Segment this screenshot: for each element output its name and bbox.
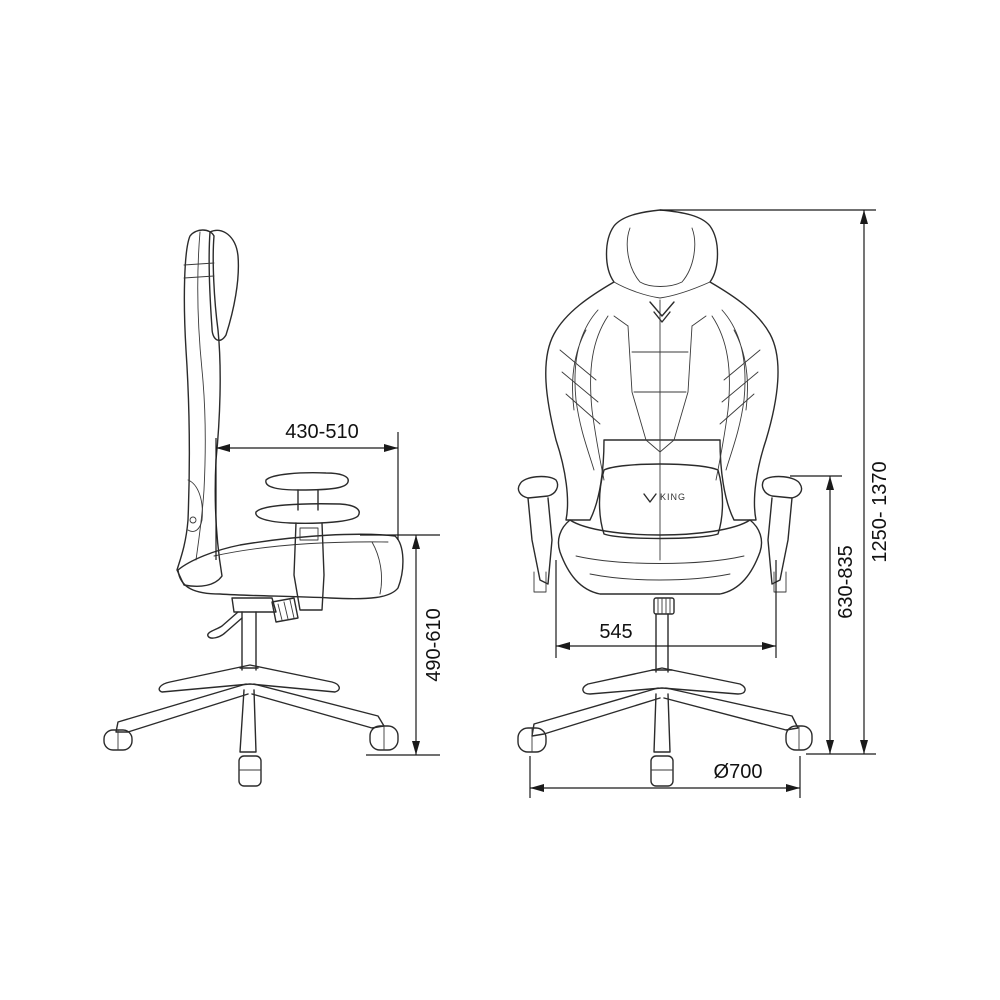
side-tension-knob [271, 597, 299, 623]
armrest-height-label: 630-835 [835, 545, 857, 618]
front-knob-ridges [657, 597, 671, 615]
front-armrest-right-adjust [773, 571, 787, 593]
front-armrest-left-post [527, 497, 553, 585]
side-lift-lever [207, 611, 243, 639]
front-base-leg-right [663, 687, 799, 731]
front-caster-front [650, 755, 674, 787]
front-seat [557, 519, 763, 595]
front-headrest [626, 227, 696, 287]
front-armrest-left-adjust [533, 571, 547, 593]
front-bolster-left [572, 309, 609, 481]
side-headrest-strap [183, 262, 215, 279]
base-diameter-label: Ø700 [714, 761, 763, 783]
front-logo-emblem [649, 301, 675, 323]
front-base-leg-front [653, 693, 671, 753]
side-armrest-bracket [293, 522, 325, 611]
front-view-chair: KING [517, 209, 813, 787]
total-height-dimension: 1250- 1370 [660, 209, 891, 755]
side-caster-left [103, 729, 133, 751]
side-armrest-post [297, 489, 319, 511]
side-caster-front [238, 755, 262, 787]
side-knob-ridges [277, 599, 295, 621]
front-lumbar-logo-mark [643, 493, 657, 503]
side-seat [177, 533, 404, 600]
side-mechanism [231, 597, 277, 613]
front-tilt-knob [653, 597, 675, 615]
front-armrest-right-post [767, 497, 793, 585]
total-height-label: 1250- 1370 [869, 461, 891, 562]
front-base-leg-left [531, 687, 661, 737]
side-caster-right [369, 725, 399, 751]
front-armrest-left-pad [517, 475, 559, 499]
front-lumbar-logo-text: KING [660, 492, 686, 502]
front-bolster-right [711, 309, 748, 481]
seat-width-dimension: 545 [555, 560, 777, 658]
side-base-leg-front [239, 689, 257, 753]
side-gas-cylinder [239, 611, 259, 671]
seat-depth-dimension: 430-510 [215, 421, 399, 560]
side-base-leg-left [115, 683, 249, 733]
base-diameter-dimension: Ø700 [529, 756, 801, 798]
seat-height-dimension: 490-610 [360, 534, 445, 756]
seat-depth-label: 430-510 [285, 421, 358, 443]
seat-height-label: 490-610 [423, 608, 445, 681]
side-recline-knob [189, 516, 197, 524]
side-lumbar [187, 479, 203, 532]
side-headrest-wing [208, 229, 240, 342]
front-caster-left [517, 727, 547, 753]
side-bracket-bolt [299, 527, 319, 541]
front-gas-cylinder [651, 613, 673, 673]
side-view-chair [103, 229, 404, 787]
front-lumbar-pillow [598, 463, 724, 540]
front-armrest-right-pad [761, 475, 803, 499]
side-seat-cushion-line [213, 541, 389, 595]
armrest-height-dimension: 630-835 [790, 475, 857, 755]
side-armrest-pad [265, 472, 349, 491]
front-base-top [582, 667, 746, 695]
front-backrest-outline [545, 209, 779, 521]
side-armrest-base [255, 503, 360, 524]
front-harness-straps [613, 315, 707, 327]
front-headrest-wings [613, 281, 711, 299]
front-bolster-stitching [559, 349, 761, 425]
side-backrest [176, 229, 223, 587]
seat-width-label: 545 [599, 621, 632, 643]
side-backrest-inner [195, 231, 206, 561]
front-seat-front-edge [575, 555, 745, 581]
side-base [158, 664, 340, 693]
front-caster-right [785, 725, 813, 751]
